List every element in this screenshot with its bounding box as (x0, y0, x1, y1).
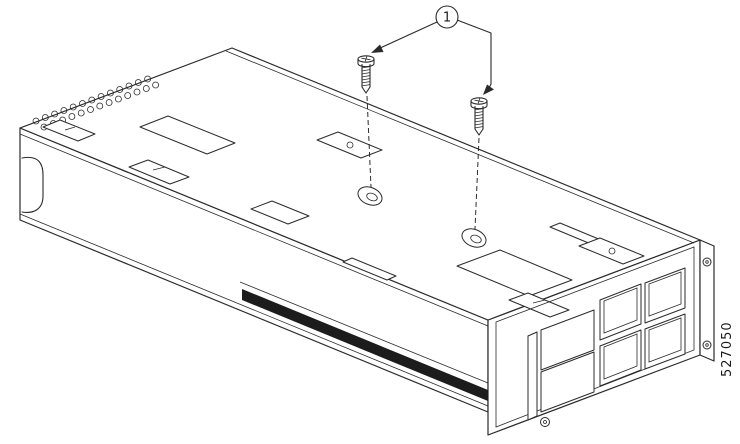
vent-strip (527, 331, 538, 421)
right-edge-strip (699, 239, 715, 362)
screw-2-leader-line (474, 137, 480, 230)
screw-hole-1 (357, 186, 383, 206)
network-port-1 (599, 283, 642, 341)
captive-screw-bottom-left (540, 417, 550, 427)
vent-hole-rows (32, 75, 160, 131)
latch-cutouts (42, 119, 645, 318)
figure-number: 527050 (720, 321, 735, 377)
top-face (19, 47, 701, 321)
module-body (19, 47, 715, 436)
callout-number: 1 (443, 11, 451, 26)
captive-screw-right-top (702, 257, 712, 267)
network-port-2 (644, 267, 686, 324)
screw-hole-2 (461, 228, 487, 248)
network-port-3 (599, 329, 642, 387)
callout-arrow-left (371, 44, 384, 53)
sheetmetal-fold-lines (19, 50, 695, 407)
network-port-4 (644, 313, 686, 370)
pcb-edge-band (242, 289, 488, 401)
sfp-cage-top (540, 309, 595, 371)
mounting-hook-notch (21, 156, 44, 213)
top-face-cutouts (139, 115, 602, 297)
screw-1 (357, 55, 375, 94)
screw-1-leader-line (366, 95, 372, 188)
callout-1: 1 (371, 5, 494, 95)
screw-2 (470, 97, 488, 136)
callout-arrow-right (483, 84, 494, 95)
callout-circle (435, 5, 459, 29)
faceplate-details (495, 246, 712, 428)
captive-screw-right-bottom (702, 340, 712, 350)
sfp-cage-bottom (540, 351, 595, 413)
